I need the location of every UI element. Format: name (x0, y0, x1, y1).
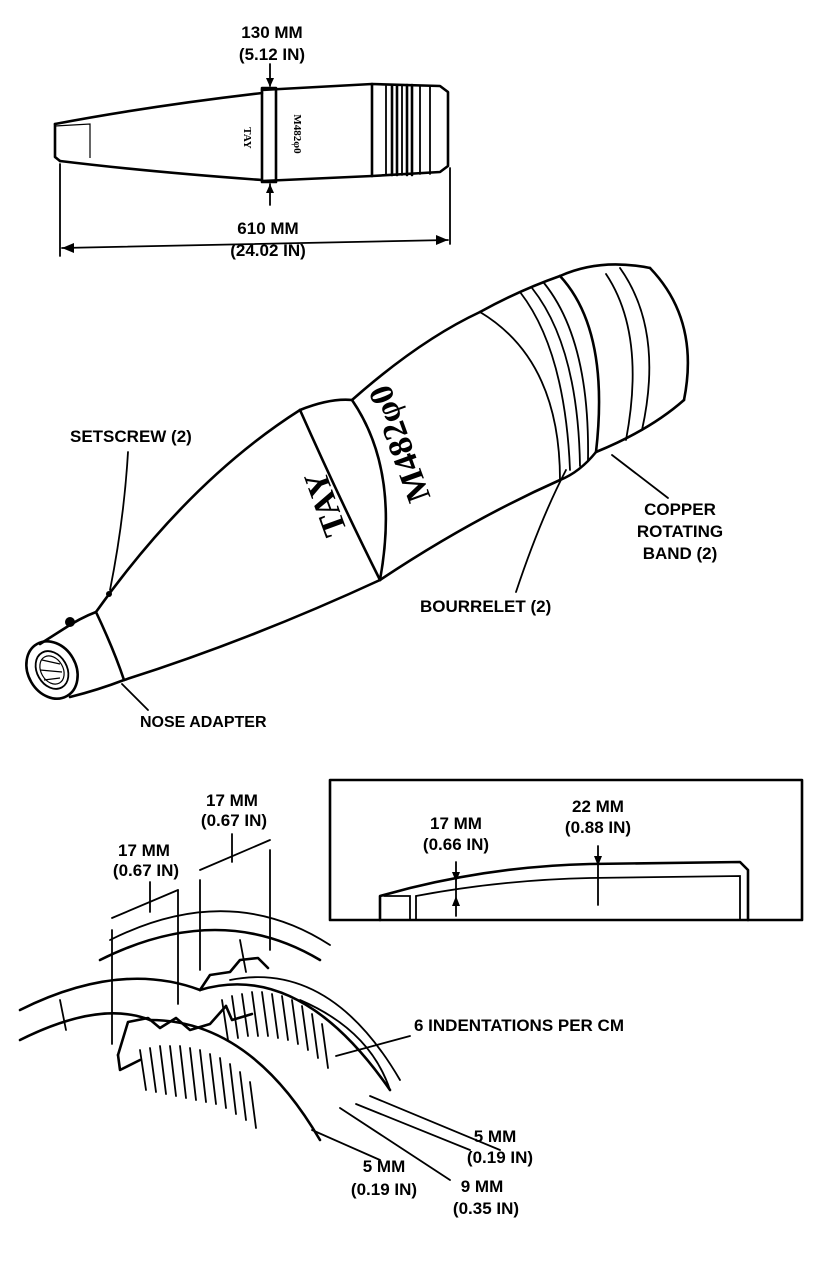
projectile-perspective: TAY M482φ0 SETSCREW (2) COPPER ROTATING … (25, 263, 723, 731)
top-model-mark: M482φ0 (291, 114, 303, 154)
band-profile-panel: 17 MM (0.66 IN) 22 MM (0.88 IN) (328, 778, 804, 922)
top-band-width-in: (5.12 IN) (239, 45, 305, 64)
copper-band-label-1: COPPER (644, 500, 716, 519)
setscrew-label: SETSCREW (2) (70, 427, 192, 446)
detail-width-a-mm: 17 MM (206, 791, 258, 810)
rotating-band-grooves (385, 83, 431, 177)
setscrew-hole (65, 617, 75, 627)
top-length-mm: 610 MM (237, 219, 298, 238)
profile-right-mm: 22 MM (572, 797, 624, 816)
nose-adapter-label: NOSE ADAPTER (140, 714, 267, 731)
profile-right-in: (0.88 IN) (565, 818, 631, 837)
groove-b-mm: 5 MM (363, 1157, 406, 1176)
top-band-width-mm: 130 MM (241, 23, 302, 42)
profile-left-mm: 17 MM (430, 814, 482, 833)
bourrelet-label: BOURRELET (2) (420, 597, 551, 616)
groove-c-mm: 9 MM (461, 1177, 504, 1196)
groove-a-in: (0.19 IN) (467, 1148, 533, 1167)
copper-band-label-2: ROTATING (637, 522, 723, 541)
groove-b-in: (0.19 IN) (351, 1180, 417, 1199)
detail-width-a-in: (0.67 IN) (201, 811, 267, 830)
copper-band-label-3: BAND (2) (643, 544, 718, 563)
top-length-in: (24.02 IN) (230, 241, 306, 260)
band-detail: 17 MM (0.67 IN) 17 MM (0.67 IN) 6 INDENT… (18, 791, 624, 1218)
profile-left-in: (0.66 IN) (423, 835, 489, 854)
indentations-label: 6 INDENTATIONS PER CM (414, 1016, 624, 1035)
top-view: TAY M482φ0 130 MM (5.12 IN) 610 MM (24.0… (53, 23, 451, 260)
detail-width-b-in: (0.67 IN) (113, 861, 179, 880)
groove-c-in: (0.35 IN) (453, 1199, 519, 1218)
detail-width-b-mm: 17 MM (118, 841, 170, 860)
lot-mark: TAY (297, 466, 354, 541)
groove-a-mm: 5 MM (474, 1127, 517, 1146)
top-lot-mark: TAY (241, 127, 253, 148)
